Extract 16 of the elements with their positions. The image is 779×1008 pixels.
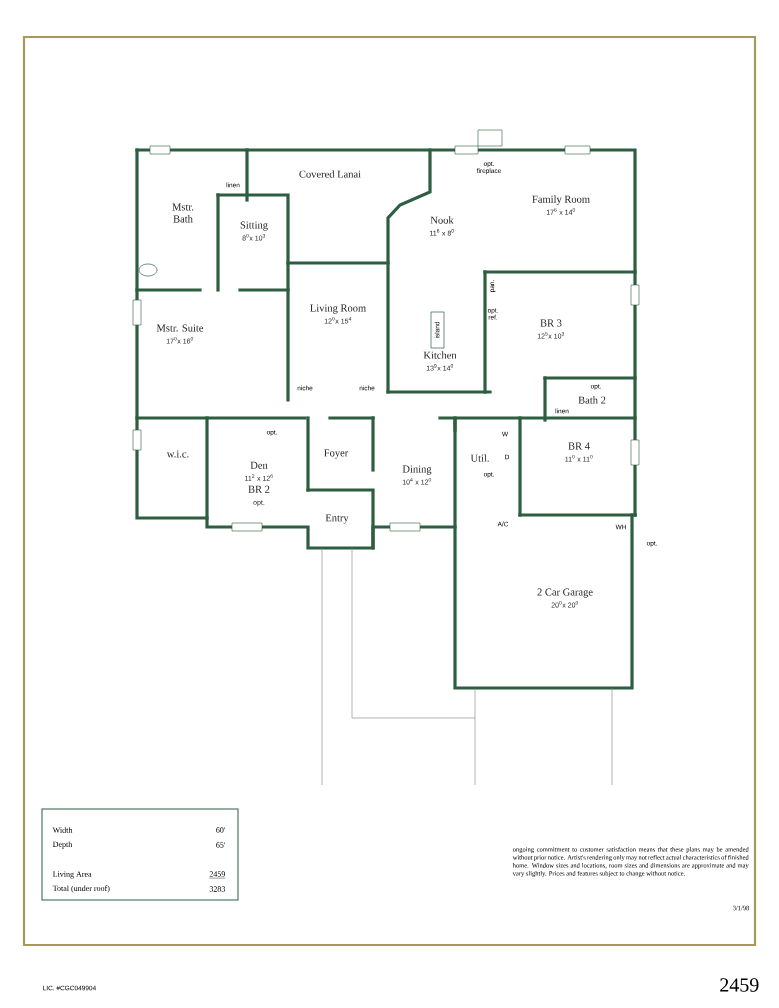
room-label: Covered Lanai [299,170,361,178]
table-cell: Width [52,827,73,833]
table-cell: Living Area [52,871,92,879]
room-label: Mstr. Bath [172,203,194,223]
table-cell: 3283 [209,886,225,892]
table-cell: 65' [216,842,225,848]
table-cell: Depth [52,841,73,849]
table-cell: Total (under roof) [52,885,110,893]
room-label: Foyer [324,449,349,459]
plan-number: 2459 [720,978,759,992]
table-cell: 2459 [209,871,226,879]
table-cell: 60' [216,827,225,833]
room-label: Bath 2 [578,396,606,404]
room-label: Entry [325,514,349,524]
room-label: w.i.c. [166,450,189,458]
room-label: Util. [470,454,489,462]
